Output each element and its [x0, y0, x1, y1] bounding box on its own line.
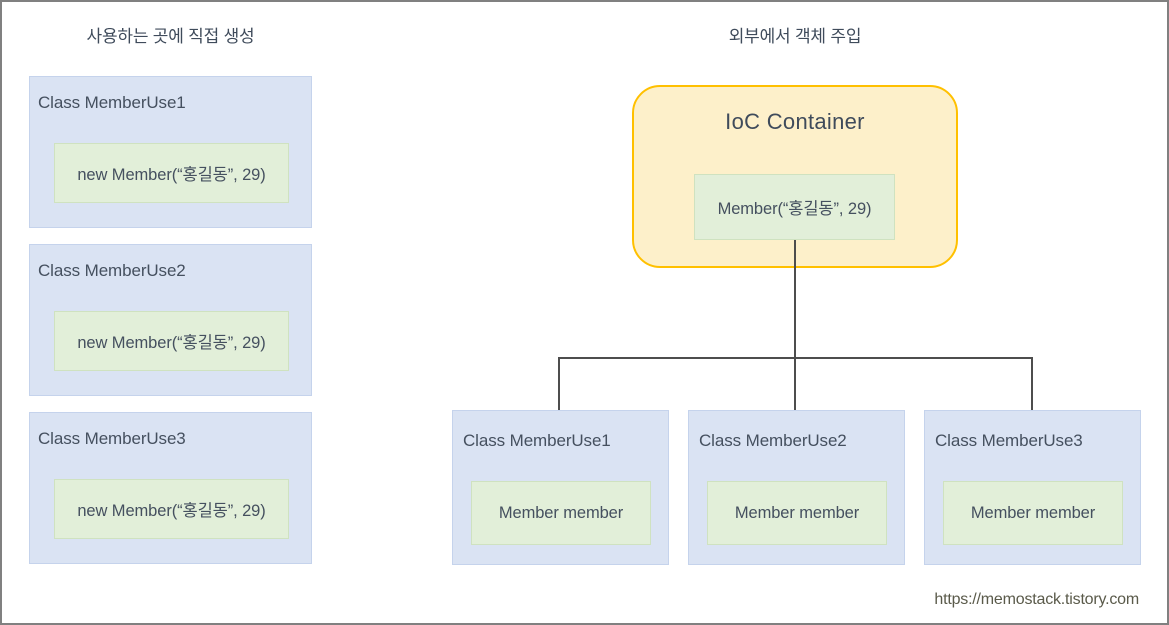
right-field-box-2: Member member	[707, 481, 887, 545]
right-section-title: 외부에서 객체 주입	[728, 27, 862, 46]
right-class-label-1: Class MemberUse1	[463, 431, 611, 450]
right-field-text-1: Member member	[498, 503, 624, 522]
right-field-text-2: Member member	[734, 503, 860, 522]
left-class-label-3: Class MemberUse3	[38, 429, 186, 448]
left-code-box-2: new Member(“홍길동”, 29)	[54, 311, 289, 371]
left-class-label-1: Class MemberUse1	[38, 93, 186, 112]
right-field-box-1: Member member	[471, 481, 651, 545]
left-code-text-1: new Member(“홍길동”, 29)	[77, 166, 266, 184]
right-class-label-2: Class MemberUse2	[699, 431, 847, 450]
source-url-label: https://memostack.tistory.com	[934, 591, 1139, 608]
connector-stem	[794, 240, 796, 358]
right-field-text-3: Member member	[970, 503, 1096, 522]
left-code-text-3: new Member(“홍길동”, 29)	[77, 502, 266, 520]
left-code-box-3: new Member(“홍길동”, 29)	[54, 479, 289, 539]
ioc-container-title: IoC Container	[725, 109, 865, 134]
left-section-title: 사용하는 곳에 직접 생성	[86, 27, 255, 46]
right-field-box-3: Member member	[943, 481, 1123, 545]
left-class-label-2: Class MemberUse2	[38, 261, 186, 280]
left-code-box-1: new Member(“홍길동”, 29)	[54, 143, 289, 203]
left-code-text-2: new Member(“홍길동”, 29)	[77, 334, 266, 352]
right-class-label-3: Class MemberUse3	[935, 431, 1083, 450]
ioc-bean-box: Member(“홍길동”, 29)	[694, 174, 895, 240]
ioc-bean-text: Member(“홍길동”, 29)	[717, 200, 872, 218]
